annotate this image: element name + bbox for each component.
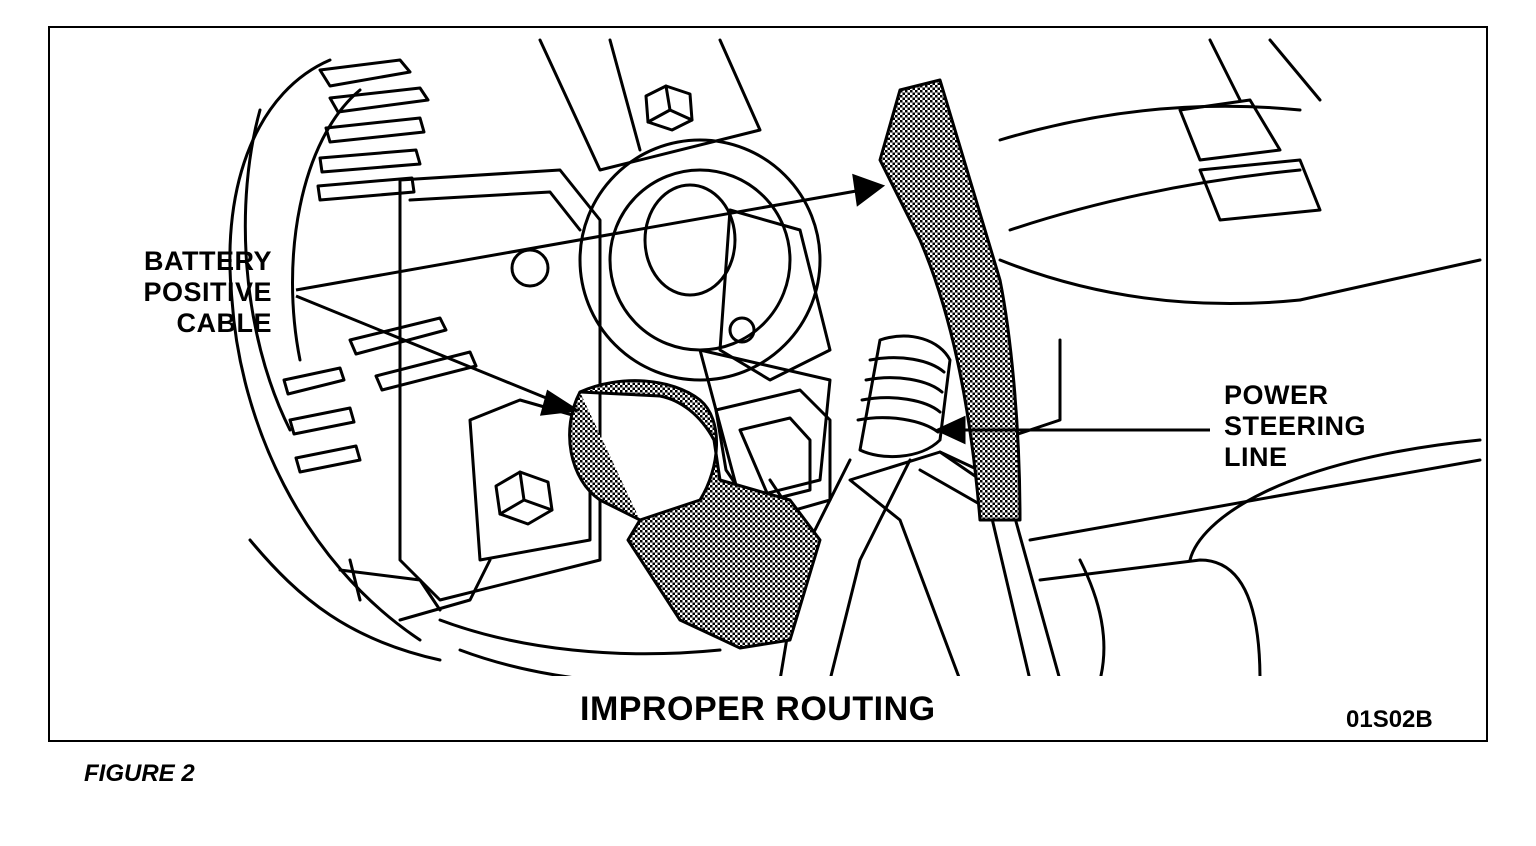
pulley <box>578 138 822 382</box>
leader-battery-lower <box>295 294 557 404</box>
battery-label-line: CABLE <box>176 308 272 338</box>
power-steering-line <box>858 334 952 459</box>
leader-battery-upper <box>295 188 863 292</box>
alternator-vent <box>348 316 448 356</box>
line-bracket <box>848 450 1061 676</box>
mounting-bracket <box>398 168 602 602</box>
arrowhead-upper <box>852 173 886 207</box>
arrowhead-steering <box>934 415 966 445</box>
battery-cable <box>568 78 1022 650</box>
steering-label-line: STEERING <box>1224 411 1367 441</box>
alternator-vent <box>318 148 422 174</box>
alternator-housing <box>228 58 422 642</box>
battery-positive-cable-label: BATTERY POSITIVE CABLE <box>100 246 272 339</box>
figure-caption: IMPROPER ROUTING <box>580 690 936 728</box>
arrowhead-lower <box>539 389 581 416</box>
steering-label-line: LINE <box>1224 442 1288 472</box>
alternator-vent <box>318 58 412 88</box>
alternator-vent <box>374 350 478 392</box>
regulator-module <box>718 208 832 382</box>
figure-frame <box>48 26 1488 742</box>
alternator-vent <box>316 176 416 202</box>
bracket-hole <box>510 248 550 288</box>
alternator-vent <box>324 116 426 144</box>
alternator-vent <box>282 366 346 396</box>
battery-label-line: POSITIVE <box>143 277 272 307</box>
steering-label-line: POWER <box>1224 380 1329 410</box>
alternator-vent <box>288 406 356 436</box>
drawing-code: 01S02B <box>1346 706 1433 733</box>
power-steering-line-label: POWER STEERING LINE <box>1224 380 1424 473</box>
alternator-vent <box>294 444 362 474</box>
battery-label-line: BATTERY <box>144 246 272 276</box>
figure-label: FIGURE 2 <box>84 760 195 787</box>
alternator-vent <box>328 86 430 114</box>
